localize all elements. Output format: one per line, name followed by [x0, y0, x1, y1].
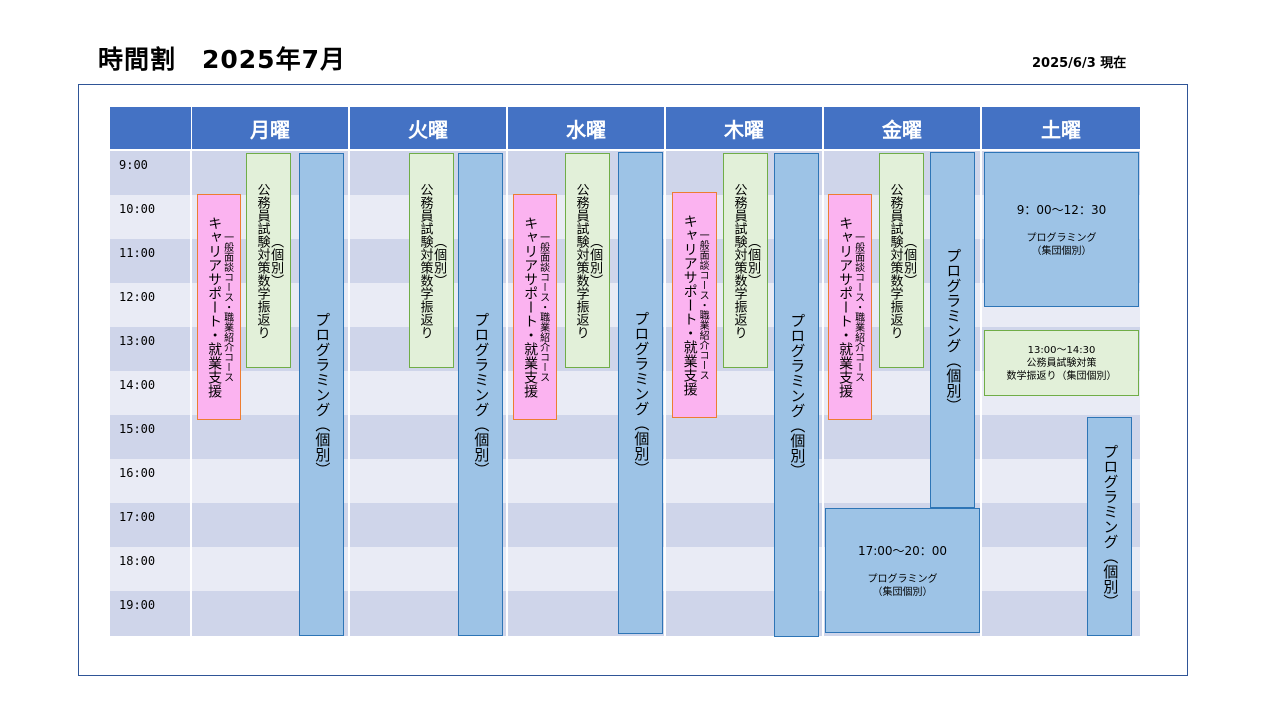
career-title: キャリアサポート・就業支援: [206, 216, 223, 398]
column-divider: [980, 107, 982, 636]
session-time: 17:00〜20：00: [857, 544, 948, 558]
koumu-subtitle: （個別）: [587, 234, 603, 287]
time-label: 17:00: [119, 510, 156, 524]
session-time: 13:00〜14:30: [1027, 344, 1096, 356]
koumu-math-block-wednesday: 公務員試験対策数学振返り （個別）: [565, 153, 610, 368]
career-subtitle: 一般面談コース・職業紹介コース: [221, 232, 233, 382]
programming-block-saturday: プログラミング（個別）: [1087, 417, 1132, 636]
programming-block-tuesday: プログラミング（個別）: [458, 153, 503, 636]
career-subtitle: 一般面談コース・職業紹介コース: [697, 230, 709, 380]
column-divider: [348, 107, 350, 636]
day-header-monday: 月曜: [192, 107, 348, 149]
day-header-saturday: 土曜: [982, 107, 1140, 149]
programming-label: プログラミング（個別）: [313, 312, 332, 477]
programming-label: プログラミング（個別）: [472, 312, 491, 477]
koumu-title: 公務員試験対策数学振返り: [573, 182, 589, 339]
time-label: 12:00: [119, 290, 156, 304]
koumu-math-group-block-saturday: 13:00〜14:30 公務員試験対策 数学振返り（集団個別）: [984, 330, 1139, 396]
time-label: 11:00: [119, 246, 156, 260]
timetable: 9:00 10:00 11:00 12:00 13:00 14:00 15:00…: [110, 107, 1140, 637]
programming-group-block-saturday-morning: 9：00〜12：30 プログラミング （集団個別）: [984, 152, 1139, 307]
koumu-title: 公務員試験対策数学振返り: [254, 182, 270, 339]
koumu-subtitle: （個別）: [901, 234, 917, 287]
session-subtitle: 数学振返り（集団個別）: [1006, 370, 1117, 382]
day-header-tuesday: 火曜: [350, 107, 506, 149]
career-subtitle: 一般面談コース・職業紹介コース: [852, 232, 864, 382]
day-header-friday: 金曜: [824, 107, 980, 149]
programming-group-block-friday-evening: 17:00〜20：00 プログラミング （集団個別）: [825, 508, 980, 633]
day-header-thursday: 木曜: [666, 107, 822, 149]
career-support-block-thursday: キャリアサポート・就業支援 一般面談コース・職業紹介コース: [672, 192, 717, 418]
column-divider: [190, 107, 192, 636]
career-support-block-monday: キャリアサポート・就業支援 一般面談コース・職業紹介コース: [197, 194, 241, 420]
time-label: 18:00: [119, 554, 156, 568]
session-subtitle: （集団個別）: [872, 587, 933, 598]
programming-label: プログラミング（個別）: [632, 310, 651, 476]
career-title: キャリアサポート・就業支援: [522, 216, 539, 398]
koumu-title: 公務員試験対策数学振返り: [887, 182, 903, 339]
column-divider: [822, 107, 824, 636]
koumu-title: 公務員試験対策数学振返り: [731, 182, 747, 339]
programming-block-thursday: プログラミング（個別）: [774, 153, 819, 637]
koumu-math-block-monday: 公務員試験対策数学振返り （個別）: [246, 153, 291, 368]
time-label: 14:00: [119, 378, 156, 392]
session-time: 9：00〜12：30: [1016, 203, 1107, 217]
time-label: 10:00: [119, 202, 156, 216]
header-corner: [110, 107, 191, 149]
career-support-block-friday: キャリアサポート・就業支援 一般面談コース・職業紹介コース: [828, 194, 872, 420]
programming-label: プログラミング（個別）: [1101, 444, 1120, 609]
career-title: キャリアサポート・就業支援: [837, 216, 854, 398]
koumu-subtitle: （個別）: [431, 234, 447, 287]
koumu-math-block-friday: 公務員試験対策数学振返り （個別）: [879, 153, 924, 368]
koumu-math-block-thursday: 公務員試験対策数学振返り （個別）: [723, 153, 768, 368]
koumu-subtitle: （個別）: [745, 234, 761, 287]
programming-label: プログラミング（個別）: [788, 312, 807, 478]
time-label: 19:00: [119, 598, 156, 612]
time-label: 13:00: [119, 334, 156, 348]
session-title: プログラミング: [867, 574, 938, 585]
career-subtitle: 一般面談コース・職業紹介コース: [537, 232, 549, 382]
day-header-wednesday: 水曜: [508, 107, 664, 149]
koumu-math-block-tuesday: 公務員試験対策数学振返り （個別）: [409, 153, 454, 368]
time-label: 9:00: [119, 158, 148, 172]
column-divider: [664, 107, 666, 636]
programming-block-monday: プログラミング（個別）: [299, 153, 344, 636]
time-label: 15:00: [119, 422, 156, 436]
koumu-subtitle: （個別）: [268, 234, 284, 287]
updated-date: 2025/6/3 現在: [1032, 56, 1127, 71]
programming-block-wednesday: プログラミング（個別）: [618, 152, 663, 634]
timetable-frame: [78, 84, 1188, 676]
career-title: キャリアサポート・就業支援: [681, 214, 698, 396]
session-title: プログラミング: [1026, 233, 1097, 244]
column-divider: [506, 107, 508, 636]
page-title: 時間割 2025年7月: [98, 45, 346, 74]
programming-block-friday: プログラミング（個別）: [930, 152, 975, 508]
time-label: 16:00: [119, 466, 156, 480]
career-support-block-wednesday: キャリアサポート・就業支援 一般面談コース・職業紹介コース: [513, 194, 557, 420]
session-subtitle: （集団個別）: [1031, 246, 1092, 257]
koumu-title: 公務員試験対策数学振返り: [417, 182, 433, 339]
programming-label: プログラミング（個別）: [944, 247, 963, 413]
session-title: 公務員試験対策: [1026, 357, 1097, 369]
